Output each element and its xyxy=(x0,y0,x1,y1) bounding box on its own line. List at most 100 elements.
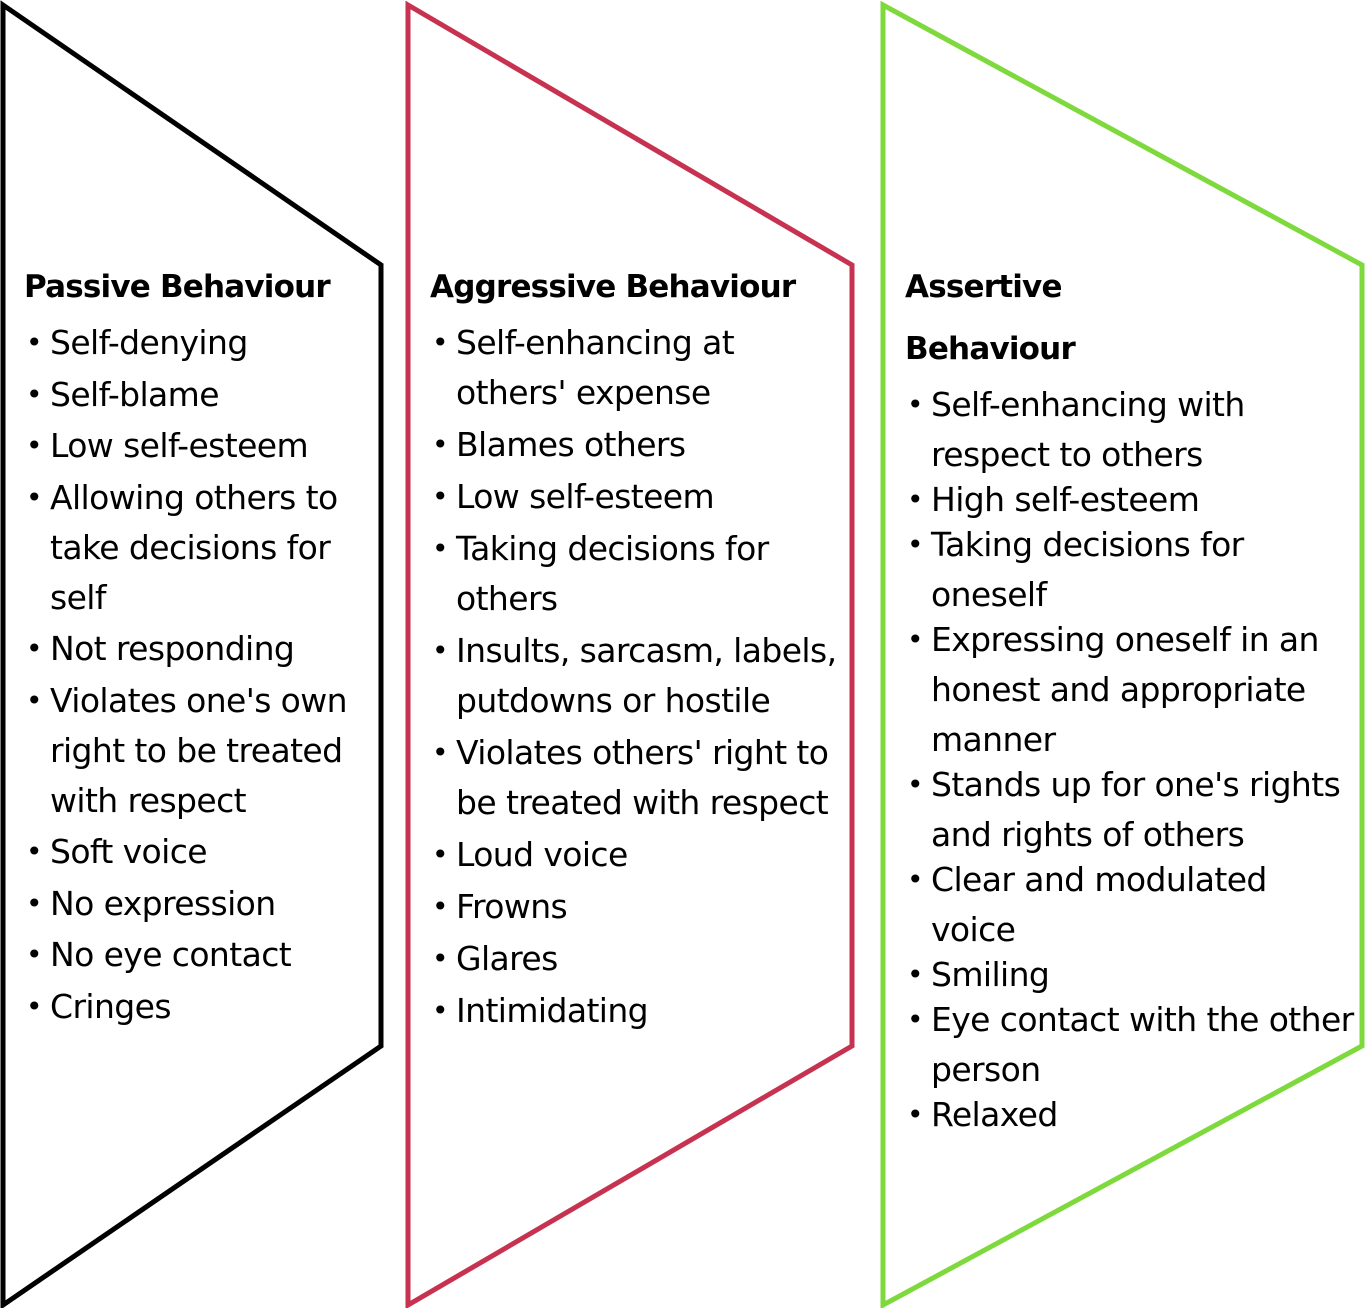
passive-behaviour-item: •Not responding xyxy=(24,624,376,674)
aggressive-behaviour-item: •Violates others' right to be treated wi… xyxy=(430,728,846,828)
passive-behaviour-item-text: Self-denying xyxy=(50,323,248,362)
aggressive-behaviour-item: •Self-enhancing at others' expense xyxy=(430,318,846,418)
aggressive-behaviour-item-text: Loud voice xyxy=(456,835,628,874)
bullet-icon: • xyxy=(26,377,43,411)
bullet-icon: • xyxy=(907,388,924,421)
aggressive-behaviour-item-text: Blames others xyxy=(456,425,686,464)
aggressive-behaviour-item-text: Frowns xyxy=(456,887,568,926)
passive-behaviour-item-text: Not responding xyxy=(50,629,295,668)
aggressive-behaviour-list: •Self-enhancing at others' expense•Blame… xyxy=(430,318,846,1036)
bullet-icon: • xyxy=(907,1098,924,1131)
assertive-behaviour-item: •Relaxed xyxy=(905,1090,1355,1140)
bullet-icon: • xyxy=(432,532,449,565)
bullet-icon: • xyxy=(432,942,449,975)
assertive-behaviour-list: •Self-enhancing with respect to others•H… xyxy=(905,380,1355,1140)
aggressive-behaviour-item-text: Taking decisions for others xyxy=(456,529,769,618)
aggressive-behaviour-item: •Taking decisions for others xyxy=(430,524,846,624)
passive-behaviour-item-text: Low self-esteem xyxy=(50,426,309,465)
aggressive-behaviour-item: •Loud voice xyxy=(430,830,846,880)
assertive-behaviour-item-text: Taking decisions for oneself xyxy=(931,525,1244,614)
assertive-behaviour-item-text: Self-enhancing with respect to others xyxy=(931,385,1245,474)
bullet-icon: • xyxy=(432,838,449,871)
passive-behaviour-heading: Passive Behaviour xyxy=(24,269,331,305)
assertive-behaviour-item-text: High self-esteem xyxy=(931,480,1200,519)
assertive-behaviour-item: •High self-esteem xyxy=(905,475,1355,525)
assertive-behaviour-heading: Assertive Behaviour xyxy=(905,269,1076,367)
passive-chevron-shape xyxy=(0,0,384,1308)
aggressive-behaviour-heading: Aggressive Behaviour xyxy=(430,269,796,305)
bullet-icon: • xyxy=(26,683,43,717)
passive-behaviour-item-text: Allowing others to take decisions for se… xyxy=(50,477,338,617)
passive-behaviour-item-text: Self-blame xyxy=(50,374,220,414)
assertive-behaviour-item-text: Expressing oneself in an honest and appr… xyxy=(931,620,1319,759)
bullet-icon: • xyxy=(907,1003,924,1036)
passive-behaviour-item-text: No eye contact xyxy=(50,935,292,974)
passive-behaviour-item: •Low self-esteem xyxy=(24,421,376,471)
aggressive-behaviour-item: •Insults, sarcasm, labels, putdowns or h… xyxy=(430,626,846,726)
bullet-icon: • xyxy=(907,958,924,991)
aggressive-chevron-shape xyxy=(405,0,855,1308)
bullet-icon: • xyxy=(26,989,43,1023)
bullet-icon: • xyxy=(26,938,43,971)
assertive-behaviour-item: •Clear and modulated voice xyxy=(905,855,1355,955)
assertive-behaviour-item-text: Eye contact with the other person xyxy=(931,1000,1354,1089)
assertive-behaviour-panel: Assertive Behaviour •Self-enhancing with… xyxy=(905,256,1355,1135)
passive-behaviour-item-text: Soft voice xyxy=(50,832,208,871)
bullet-icon: • xyxy=(907,528,924,561)
aggressive-behaviour-item: •Frowns xyxy=(430,882,846,932)
passive-behaviour-item: •Violates one's own right to be treated … xyxy=(24,676,376,826)
aggressive-behaviour-item-text: Glares xyxy=(456,939,558,978)
bullet-icon: • xyxy=(907,863,924,896)
bullet-icon: • xyxy=(907,483,924,516)
assertive-behaviour-item-text: Stands up for one's rights and rights of… xyxy=(931,765,1341,854)
passive-behaviour-list: •Self-denying•Self-blame•Low self-esteem… xyxy=(24,318,376,1032)
passive-behaviour-item: •No eye contact xyxy=(24,930,376,980)
assertive-behaviour-item-text: Clear and modulated voice xyxy=(931,860,1267,949)
aggressive-behaviour-item-text: Insults, sarcasm, labels, putdowns or ho… xyxy=(456,631,837,720)
assertive-chevron-shape xyxy=(880,0,1365,1308)
bullet-icon: • xyxy=(432,326,449,359)
aggressive-behaviour-item-text: Intimidating xyxy=(456,991,649,1030)
bullet-icon: • xyxy=(432,634,449,667)
aggressive-behaviour-item: •Low self-esteem xyxy=(430,472,846,522)
passive-behaviour-item: •Soft voice xyxy=(24,827,376,877)
assertive-behaviour-item: •Eye contact with the other person xyxy=(905,995,1355,1095)
assertive-behaviour-item-text: Relaxed xyxy=(931,1095,1058,1134)
assertive-behaviour-item: •Taking decisions for oneself xyxy=(905,520,1355,620)
bullet-icon: • xyxy=(26,480,43,514)
bullet-icon: • xyxy=(432,480,449,513)
aggressive-behaviour-panel: Aggressive Behaviour •Self-enhancing at … xyxy=(430,256,846,1038)
bullet-icon: • xyxy=(432,736,449,769)
passive-behaviour-item: •Cringes xyxy=(24,982,376,1032)
aggressive-behaviour-item: •Intimidating xyxy=(430,986,846,1036)
aggressive-behaviour-item-text: Violates others' right to be treated wit… xyxy=(456,733,829,822)
assertive-behaviour-item: •Self-enhancing with respect to others xyxy=(905,380,1355,480)
bullet-icon: • xyxy=(432,428,449,461)
aggressive-behaviour-item: •Blames others xyxy=(430,420,846,470)
passive-behaviour-item: •Allowing others to take decisions for s… xyxy=(24,473,376,623)
bullet-icon: • xyxy=(432,890,449,923)
bullet-icon: • xyxy=(907,623,924,656)
assertive-behaviour-item: •Expressing oneself in an honest and app… xyxy=(905,615,1355,765)
bullet-icon: • xyxy=(432,994,449,1027)
bullet-icon: • xyxy=(26,632,43,665)
passive-behaviour-item: •No expression xyxy=(24,879,376,929)
aggressive-behaviour-item-text: Low self-esteem xyxy=(456,477,715,516)
assertive-behaviour-item-text: Smiling xyxy=(931,955,1050,994)
bullet-icon: • xyxy=(26,429,43,462)
passive-behaviour-item-text: No expression xyxy=(50,883,276,923)
assertive-behaviour-item: •Stands up for one's rights and rights o… xyxy=(905,760,1355,860)
bullet-icon: • xyxy=(26,886,43,920)
bullet-icon: • xyxy=(26,326,43,359)
aggressive-behaviour-item-text: Self-enhancing at others' expense xyxy=(456,323,735,412)
assertive-behaviour-item: •Smiling xyxy=(905,950,1355,1000)
passive-behaviour-item-text: Cringes xyxy=(50,986,172,1026)
passive-behaviour-item: •Self-denying xyxy=(24,318,376,368)
passive-behaviour-panel: Passive Behaviour •Self-denying•Self-bla… xyxy=(24,256,376,1033)
passive-behaviour-item-text: Violates one's own right to be treated w… xyxy=(50,680,348,820)
bullet-icon: • xyxy=(26,835,43,868)
bullet-icon: • xyxy=(907,768,924,801)
aggressive-behaviour-item: •Glares xyxy=(430,934,846,984)
passive-behaviour-item: •Self-blame xyxy=(24,370,376,420)
